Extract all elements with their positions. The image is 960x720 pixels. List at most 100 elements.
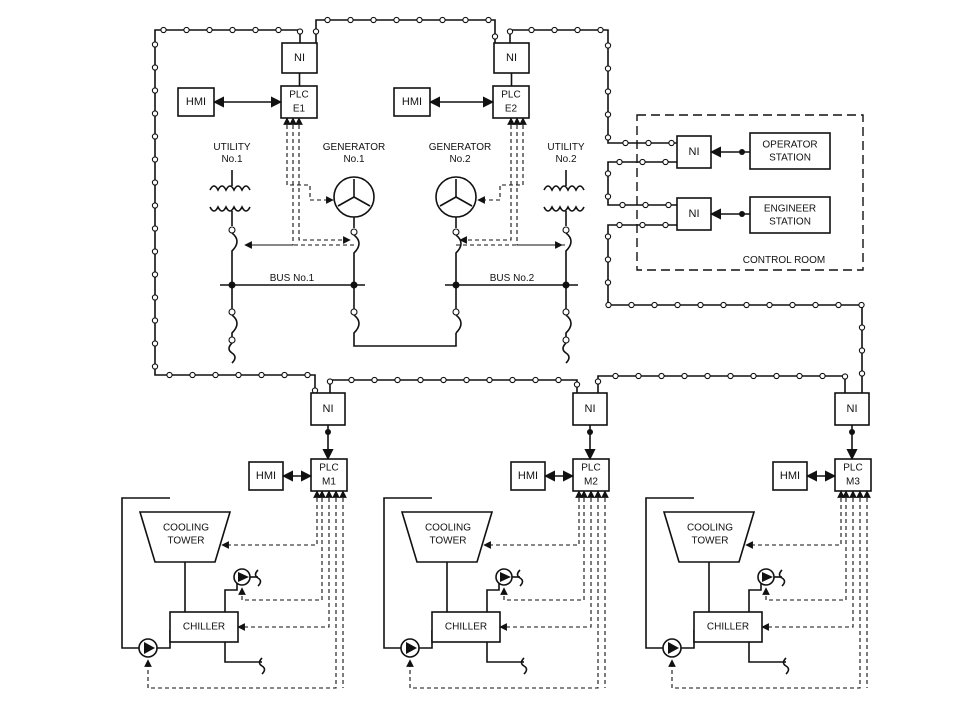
svg-text:OPERATOR: OPERATOR bbox=[762, 140, 817, 151]
plc-m3-id: M3 bbox=[846, 477, 860, 488]
generator-2-icon bbox=[435, 176, 477, 228]
hmi-e2: HMI bbox=[393, 87, 431, 117]
utility-2-number: No.2 bbox=[555, 154, 577, 165]
network-bead bbox=[258, 371, 265, 379]
hmi-m3-label: HMI bbox=[780, 470, 800, 482]
network-bead bbox=[681, 372, 688, 380]
plc-m1-label: PLC bbox=[319, 463, 338, 474]
network-bead bbox=[662, 158, 669, 166]
utility-1-number: No.1 bbox=[221, 154, 243, 165]
network-bead bbox=[486, 376, 493, 384]
network-bead bbox=[551, 26, 558, 34]
feeders-lower bbox=[228, 285, 572, 364]
network-bead bbox=[604, 193, 612, 200]
network-bead bbox=[304, 371, 311, 379]
network-bead bbox=[235, 371, 242, 379]
network-bead bbox=[858, 370, 866, 377]
network-bead bbox=[151, 317, 159, 324]
plc-m2-label: PLC bbox=[581, 463, 600, 474]
network-bead bbox=[312, 28, 320, 35]
control-signals-e1 bbox=[244, 117, 354, 249]
network-bead bbox=[151, 179, 159, 186]
network-bead bbox=[371, 376, 378, 384]
chiller-m3-label: CHILLER bbox=[707, 622, 749, 633]
network-bead bbox=[151, 202, 159, 209]
network-bead bbox=[281, 371, 288, 379]
ni-engineer: NI bbox=[676, 197, 712, 231]
network-bead bbox=[151, 271, 159, 278]
network-bead bbox=[616, 221, 623, 229]
network-bead bbox=[668, 139, 675, 147]
cooling-tower-m2-line2: TOWER bbox=[429, 536, 466, 547]
generator-2-label: GENERATOR bbox=[429, 142, 491, 153]
svg-text:NI: NI bbox=[689, 208, 700, 220]
network-bead bbox=[622, 139, 629, 147]
network-bead bbox=[812, 301, 819, 309]
network-bead bbox=[616, 158, 623, 166]
network-bead bbox=[697, 301, 704, 309]
network-bead bbox=[704, 372, 711, 380]
network-bead bbox=[727, 372, 734, 380]
network-bead bbox=[166, 371, 173, 379]
ni-e2: NI bbox=[493, 42, 530, 74]
network-bead bbox=[462, 16, 469, 24]
svg-text:PLC: PLC bbox=[501, 90, 520, 101]
network-bead bbox=[485, 16, 492, 24]
network-bead bbox=[604, 42, 612, 49]
control-signal-m2 bbox=[406, 490, 602, 689]
plc-m2-id: M2 bbox=[584, 477, 598, 488]
network-bead bbox=[528, 26, 535, 34]
svg-text:STATION: STATION bbox=[769, 217, 811, 228]
network-bead bbox=[594, 378, 602, 385]
cooling-tower-m3-line2: TOWER bbox=[691, 536, 728, 547]
network-bead bbox=[252, 26, 259, 34]
svg-text:NI: NI bbox=[294, 52, 305, 64]
generator-1-number: No.1 bbox=[343, 154, 365, 165]
network-bead bbox=[532, 376, 539, 384]
plc-e2: PLC E2 bbox=[492, 85, 530, 119]
svg-text:PLC: PLC bbox=[289, 90, 308, 101]
network-bead bbox=[151, 294, 159, 301]
svg-text:BUS No.2: BUS No.2 bbox=[490, 273, 535, 284]
ni-m1-label: NI bbox=[323, 403, 334, 415]
svg-text:NI: NI bbox=[689, 146, 700, 158]
network-bead bbox=[509, 376, 516, 384]
network-bead bbox=[841, 373, 849, 380]
control-signal-m2 bbox=[499, 490, 595, 631]
network-bead bbox=[347, 16, 354, 24]
network-bead bbox=[604, 111, 612, 118]
network-bead bbox=[858, 301, 865, 309]
network-bead bbox=[574, 26, 581, 34]
network-bead bbox=[440, 376, 447, 384]
chiller-m1-label: CHILLER bbox=[183, 622, 225, 633]
network-bead bbox=[326, 378, 334, 385]
network-bead bbox=[858, 324, 866, 331]
network-bead bbox=[491, 33, 499, 40]
hmi-m1-label: HMI bbox=[256, 470, 276, 482]
network-bead bbox=[573, 381, 581, 388]
ni-m2-label: NI bbox=[585, 403, 596, 415]
network-bead bbox=[439, 16, 446, 24]
network-cable bbox=[151, 16, 866, 394]
network-bead bbox=[639, 221, 646, 229]
network-bead bbox=[604, 233, 612, 240]
network-bead bbox=[151, 64, 159, 71]
bus-1: BUS No.1 bbox=[220, 273, 365, 289]
svg-text:STATION: STATION bbox=[769, 153, 811, 164]
cooling-tower-m3-line1: COOLING bbox=[687, 523, 733, 534]
network-bead bbox=[394, 376, 401, 384]
chiller-m2-label: CHILLER bbox=[445, 622, 487, 633]
generator-2-number: No.2 bbox=[449, 154, 471, 165]
network-bead bbox=[597, 26, 604, 34]
network-bead bbox=[628, 301, 635, 309]
network-bead bbox=[819, 372, 826, 380]
network-bead bbox=[642, 201, 649, 209]
plc-m3-label: PLC bbox=[843, 463, 862, 474]
network-bead bbox=[605, 301, 612, 309]
network-bead bbox=[674, 301, 681, 309]
network-bead bbox=[743, 301, 750, 309]
network-bead bbox=[151, 156, 159, 163]
bus-2: BUS No.2 bbox=[445, 273, 578, 289]
network-bead bbox=[212, 371, 219, 379]
